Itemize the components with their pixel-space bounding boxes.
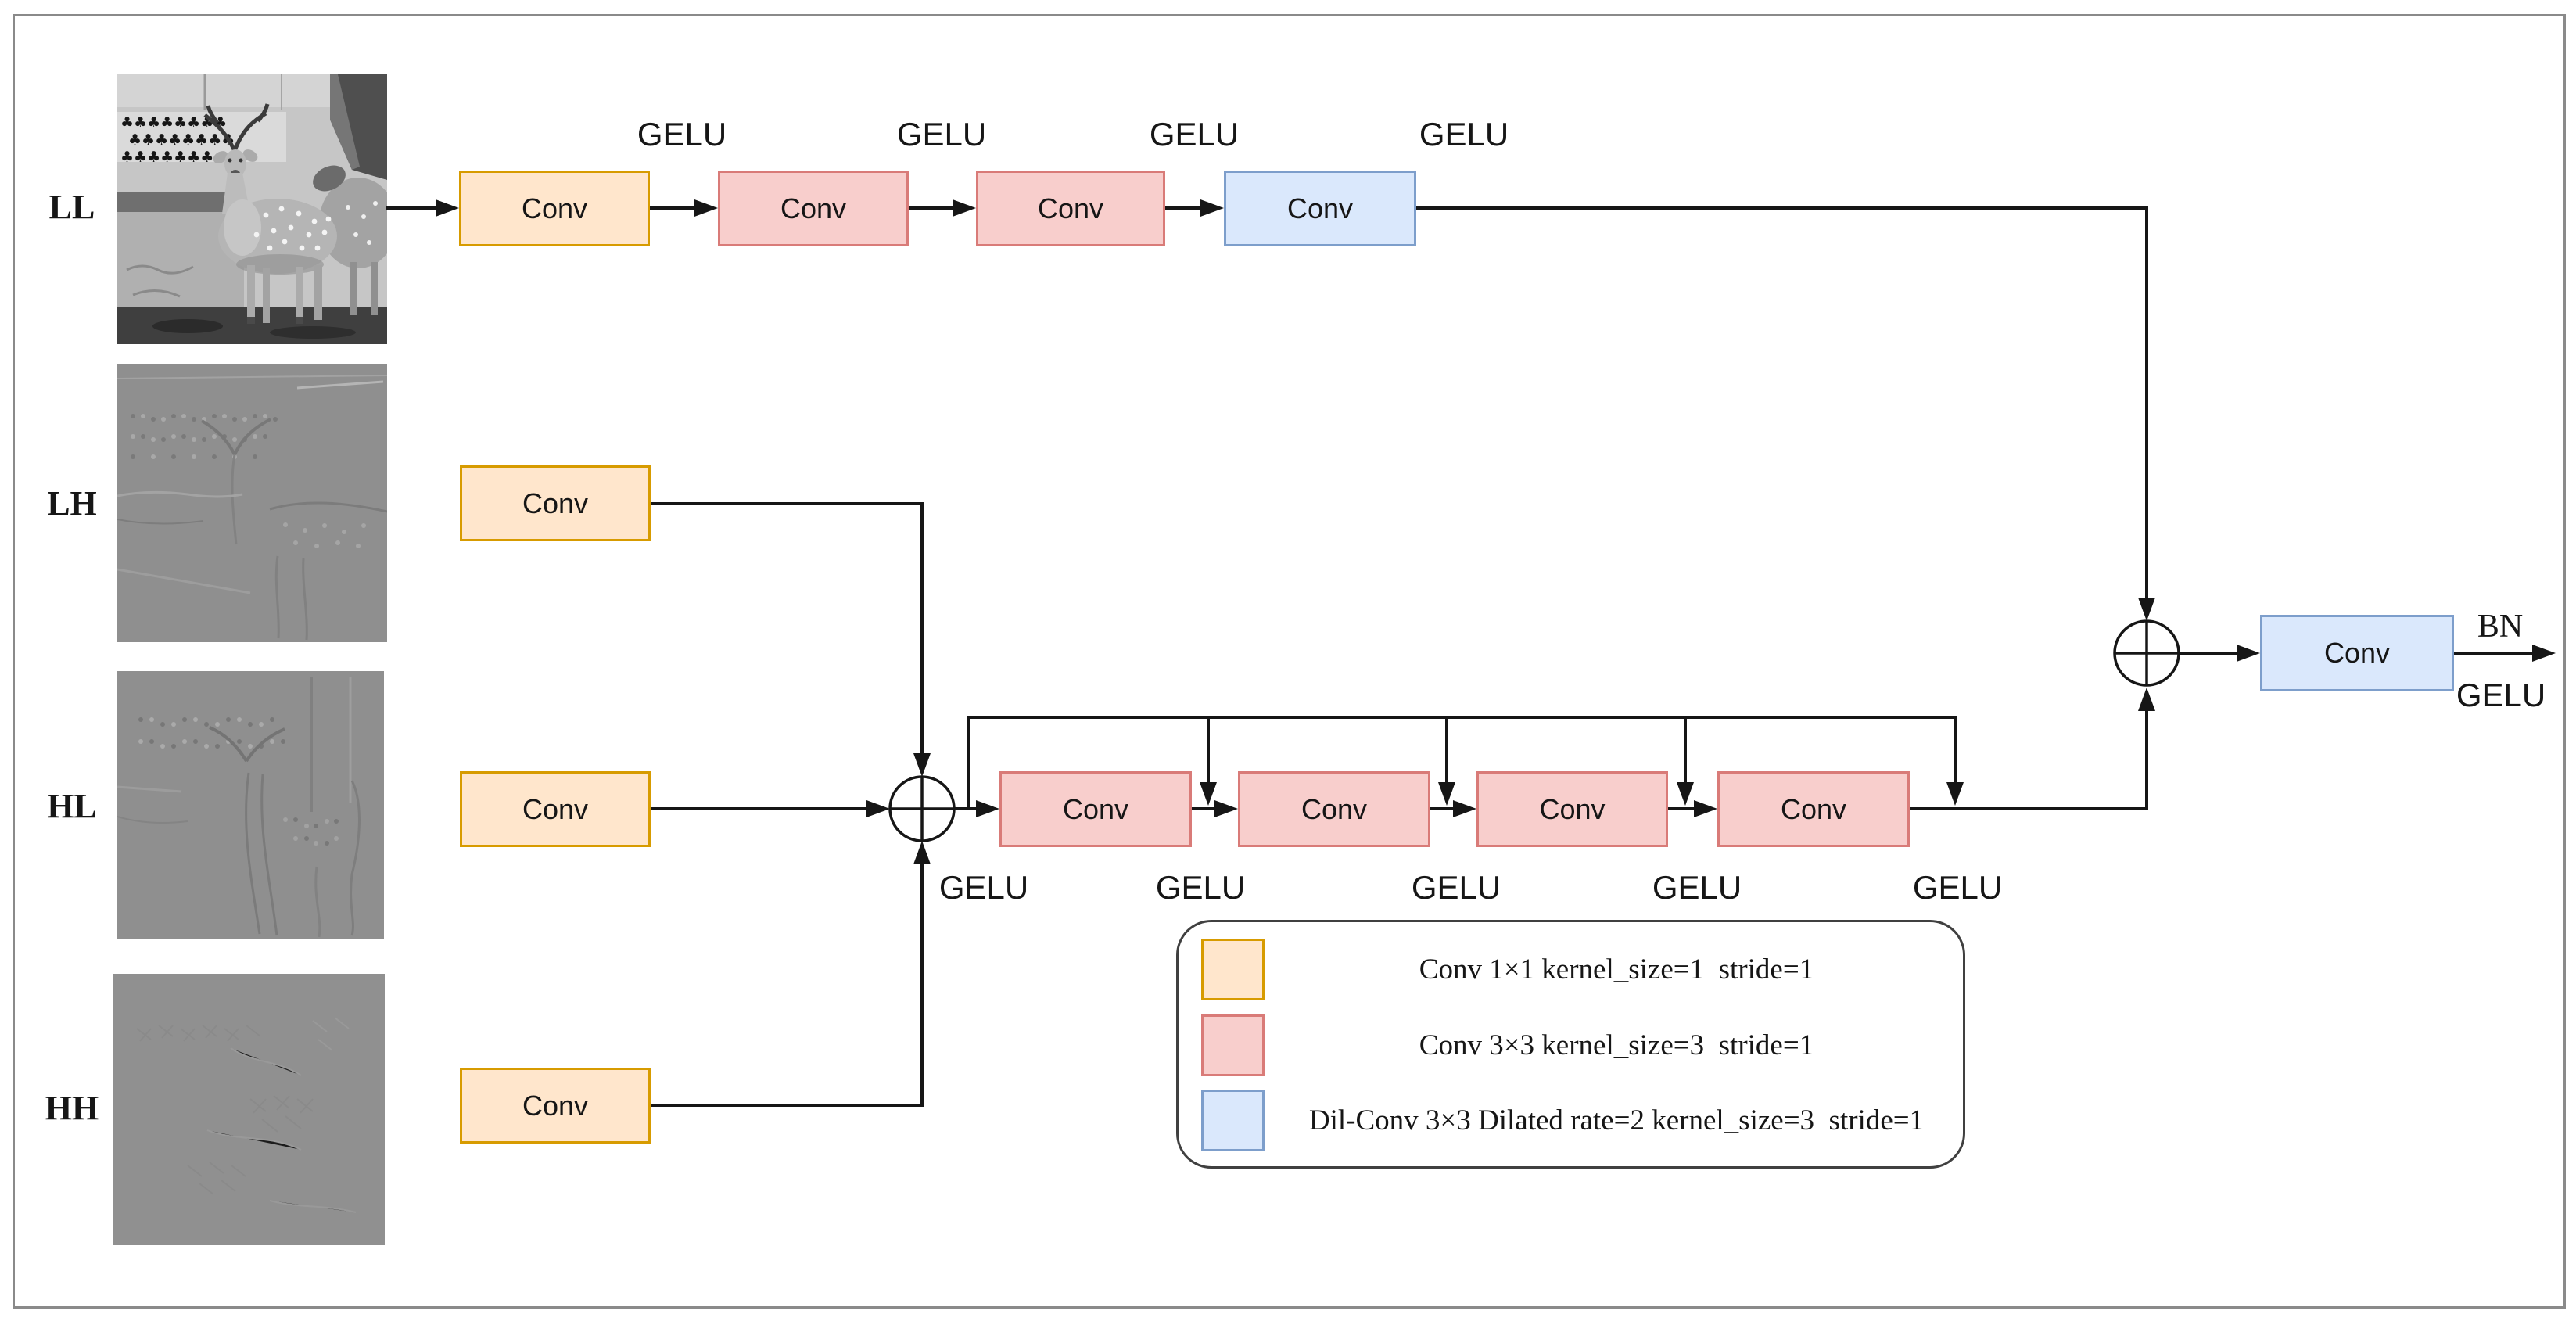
- conv-block-ll-1x1: Conv: [459, 171, 650, 246]
- gelu-label-top-1: GELU: [637, 116, 727, 153]
- legend-text-conv3x3: Conv 3×3 kernel_size=3 stride=1: [1419, 1029, 1814, 1061]
- conv-block-hh-1x1: Conv: [460, 1068, 651, 1144]
- faint-texture: [136, 1025, 314, 1195]
- legend-text-conv1x1: Conv 1×1 kernel_size=1 stride=1: [1419, 953, 1814, 986]
- lh-subband-image: [117, 364, 387, 642]
- input-label-ll: LL: [48, 188, 95, 226]
- ll-subband-image: ♣♣♣♣♣♣♣♣ ♣♣♣♣♣♣♣♣ ♣♣♣♣♣♣♣: [117, 74, 387, 344]
- conv-block-lh-1x1: Conv: [460, 465, 651, 541]
- screen-ghost2: [138, 717, 285, 749]
- gelu-label-top-2: GELU: [896, 116, 987, 153]
- sum-node-left: [888, 775, 956, 842]
- wires: [386, 206, 2535, 1107]
- hl-subband-image: [117, 671, 384, 939]
- input-label-lh: LH: [47, 484, 97, 522]
- legend-swatch-conv1x1: [1201, 939, 1265, 1000]
- gelu-label-mid-2: GELU: [1155, 869, 1246, 906]
- gelu-label-mid-4: GELU: [1652, 869, 1742, 906]
- conv-block-mid-4: Conv: [1717, 771, 1910, 847]
- conv-block-mid-3: Conv: [1476, 771, 1668, 847]
- conv-block-ll-3x3-a: Conv: [718, 171, 909, 246]
- svg-text:♣♣♣♣♣♣♣♣: ♣♣♣♣♣♣♣♣: [128, 131, 235, 149]
- conv-block-hl-1x1: Conv: [460, 771, 651, 847]
- legend-swatch-dilconv3x3: [1201, 1090, 1265, 1151]
- gelu-label-output: GELU: [2456, 677, 2546, 713]
- sum-node-right: [2113, 619, 2180, 687]
- hh-subband-image: [113, 974, 385, 1245]
- input-label-hh: HH: [45, 1089, 99, 1127]
- screen-pattern: ♣♣♣♣♣♣♣♣ ♣♣♣♣♣♣♣♣ ♣♣♣♣♣♣♣: [120, 114, 235, 166]
- conv-block-ll-3x3-b: Conv: [976, 171, 1165, 246]
- conv-block-mid-2: Conv: [1238, 771, 1430, 847]
- gelu-label-top-3: GELU: [1149, 116, 1240, 153]
- conv-block-mid-1: Conv: [999, 771, 1192, 847]
- legend-text-dilconv3x3: Dil-Conv 3×3 Dilated rate=2 kernel_size=…: [1308, 1104, 1925, 1136]
- antlers: [203, 103, 270, 153]
- gelu-label-mid-3: GELU: [1411, 869, 1501, 906]
- deer-spots: [253, 206, 332, 251]
- gelu-label-mid-1: GELU: [938, 869, 1029, 906]
- svg-text:♣♣♣♣♣♣♣♣: ♣♣♣♣♣♣♣♣: [120, 114, 227, 131]
- gelu-label-top-4: GELU: [1419, 116, 1509, 153]
- svg-text:♣♣♣♣♣♣♣: ♣♣♣♣♣♣♣: [120, 149, 213, 166]
- gelu-label-mid-5: GELU: [1912, 869, 2003, 906]
- arrowheads: [436, 199, 2556, 864]
- conv-block-output-dilated: Conv: [2260, 615, 2454, 691]
- conv-block-ll-dilated: Conv: [1224, 171, 1416, 246]
- legend-box: Conv 1×1 kernel_size=1 stride=1 Conv 3×3…: [1176, 920, 1965, 1169]
- legend-swatch-conv3x3: [1201, 1014, 1265, 1076]
- input-label-hl: HL: [47, 787, 97, 825]
- bn-label: BN: [2477, 609, 2524, 645]
